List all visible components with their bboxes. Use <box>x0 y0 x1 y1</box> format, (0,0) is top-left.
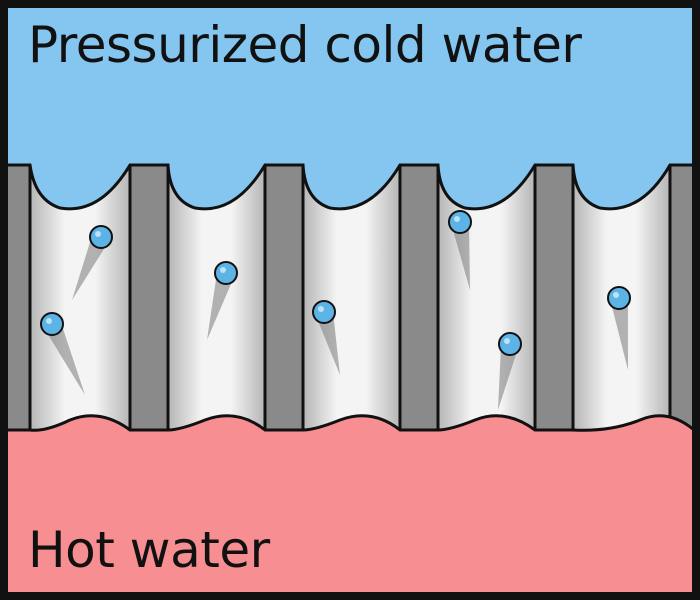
droplet-trail-3 <box>207 270 235 340</box>
droplet-trail-4 <box>315 309 340 375</box>
membrane-wall-1 <box>6 160 30 435</box>
droplet-trail-5 <box>451 220 470 290</box>
membrane-wall-4 <box>400 160 438 435</box>
hot-water-label: Hot water <box>28 521 270 579</box>
water-droplet-3 <box>214 261 238 285</box>
water-droplet-4 <box>312 300 336 324</box>
droplet-highlight-2 <box>46 318 52 324</box>
channel-group <box>6 160 694 435</box>
droplet-trail-1 <box>72 233 110 300</box>
water-droplet-5 <box>448 210 472 234</box>
water-droplet-7 <box>607 286 631 310</box>
membrane-wall-2 <box>130 160 168 435</box>
droplet-highlight-4 <box>318 306 324 312</box>
membrane-wall-3 <box>265 160 303 435</box>
droplet-trail-6 <box>498 342 519 410</box>
water-droplet-1 <box>89 225 113 249</box>
membrane-wall-5 <box>535 160 573 435</box>
hot-water-region <box>4 414 696 596</box>
droplet-highlight-5 <box>454 216 460 222</box>
droplet-highlight-7 <box>613 292 619 298</box>
droplet-highlight-6 <box>504 338 510 344</box>
cold-water-region <box>4 4 696 211</box>
droplet-trail-2 <box>43 320 85 395</box>
membrane-wall-6 <box>670 160 694 435</box>
droplet-trail-7 <box>610 296 628 370</box>
cold-water-label: Pressurized cold water <box>28 16 582 74</box>
droplet-highlight-3 <box>220 267 226 273</box>
droplet-highlight-1 <box>95 231 101 237</box>
water-droplet-2 <box>40 312 64 336</box>
water-droplet-6 <box>498 332 522 356</box>
